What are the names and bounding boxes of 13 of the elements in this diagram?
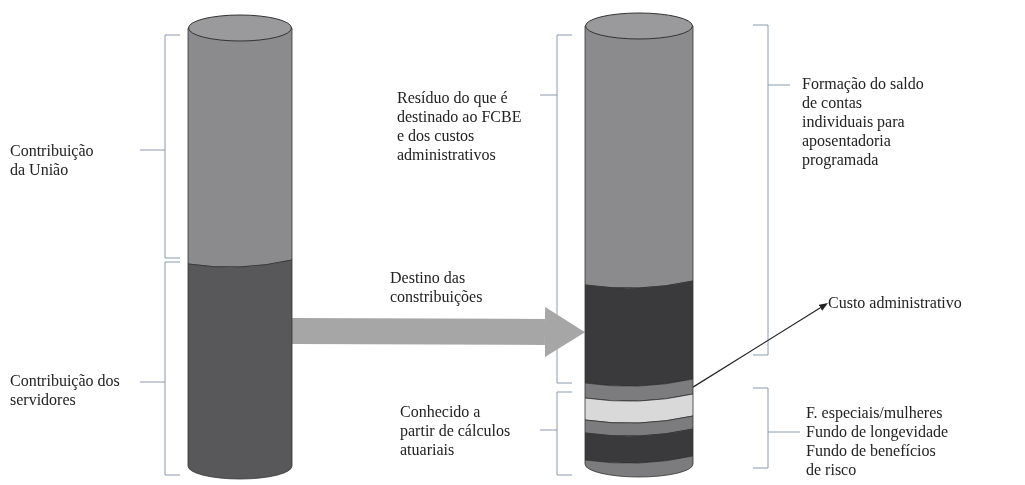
arrow — [692, 303, 828, 388]
bracket-label: Formação do saldo de contas individuais para aposentadoria programada — [802, 74, 925, 169]
bracket-label: Resíduo do que é destinado ao FCBE e dos custos administrativos — [397, 88, 523, 164]
bracket-label: Conhecido a partir de cálculos atuariais — [400, 402, 512, 459]
bracket-label: Fundo de longevidade — [806, 422, 950, 441]
bracket-label: Contribuição da União — [10, 141, 95, 179]
cylinder-drawing — [188, 14, 292, 480]
bracket-label: F. especiais/mulheres — [806, 403, 944, 422]
bracket-label: Contribuição dos servidores — [10, 371, 120, 409]
callout-text: Custo administrativo — [828, 293, 1018, 313]
bracket-label: Fundo de benefícios de risco — [806, 441, 937, 479]
block-arrow — [291, 306, 585, 357]
cylinder-drawing — [585, 12, 693, 478]
